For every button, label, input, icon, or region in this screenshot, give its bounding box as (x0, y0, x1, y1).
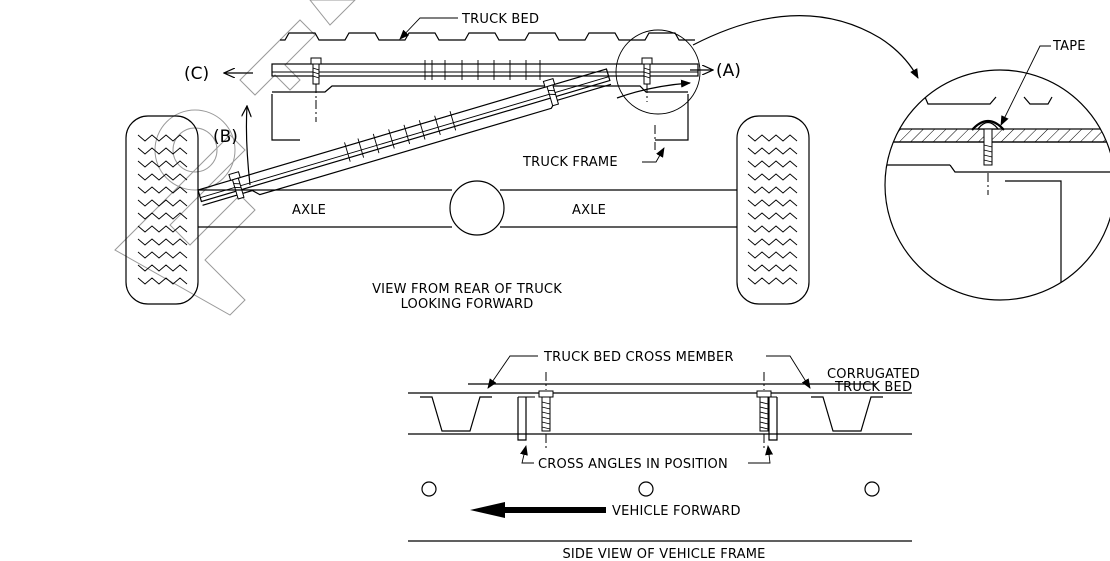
rear-view: TRUCK BED (125, 12, 810, 312)
watermark-logo (114, 0, 356, 316)
wheel-right (736, 115, 810, 305)
frame-hole (638, 481, 654, 497)
frame-hole (421, 481, 437, 497)
cross-angle-rail-horizontal (271, 63, 699, 77)
side-view: TRUCK BED CROSS MEMBER CORRUGATED TRUCK … (408, 350, 920, 561)
detail-callout-circle (615, 29, 701, 115)
axle-right-label: AXLE (572, 203, 606, 218)
tape-label: TAPE (1052, 39, 1086, 54)
tape-detail: TAPE (884, 39, 1110, 301)
callout-b-label: (B) (213, 127, 238, 147)
detail-pointer-arrow (692, 15, 919, 79)
frame-hole (864, 481, 880, 497)
rear-view-caption-line1: VIEW FROM REAR OF TRUCK (372, 282, 562, 297)
side-view-caption: SIDE VIEW OF VEHICLE FRAME (562, 547, 765, 561)
cross-angle-tilted (197, 68, 612, 206)
vehicle-forward-label: VEHICLE FORWARD (612, 504, 741, 519)
bolt-right (641, 57, 653, 102)
rail-ticks (424, 60, 541, 80)
axle: AXLE AXLE (198, 180, 737, 236)
side-bolt-right (756, 372, 772, 448)
wheel-left (125, 115, 199, 305)
cross-angle-left (517, 396, 535, 441)
callout-a-label: (A) (716, 61, 741, 81)
rear-view-caption-line2: LOOKING FORWARD (401, 297, 534, 312)
truck-frame-label: TRUCK FRAME (522, 155, 618, 170)
bolt-left (310, 57, 322, 102)
corrugated-label-line1: CORRUGATED (827, 367, 920, 382)
truck-bed-profile (280, 32, 695, 41)
cross-member-label: TRUCK BED CROSS MEMBER (543, 350, 734, 365)
cross-angles-label: CROSS ANGLES IN POSITION (538, 457, 728, 472)
callout-c-label: (C) (184, 64, 209, 84)
side-bolt-left (538, 372, 554, 448)
truck-bed-label: TRUCK BED (461, 12, 539, 27)
vehicle-forward-arrow (470, 502, 606, 518)
axle-left-label: AXLE (292, 203, 326, 218)
